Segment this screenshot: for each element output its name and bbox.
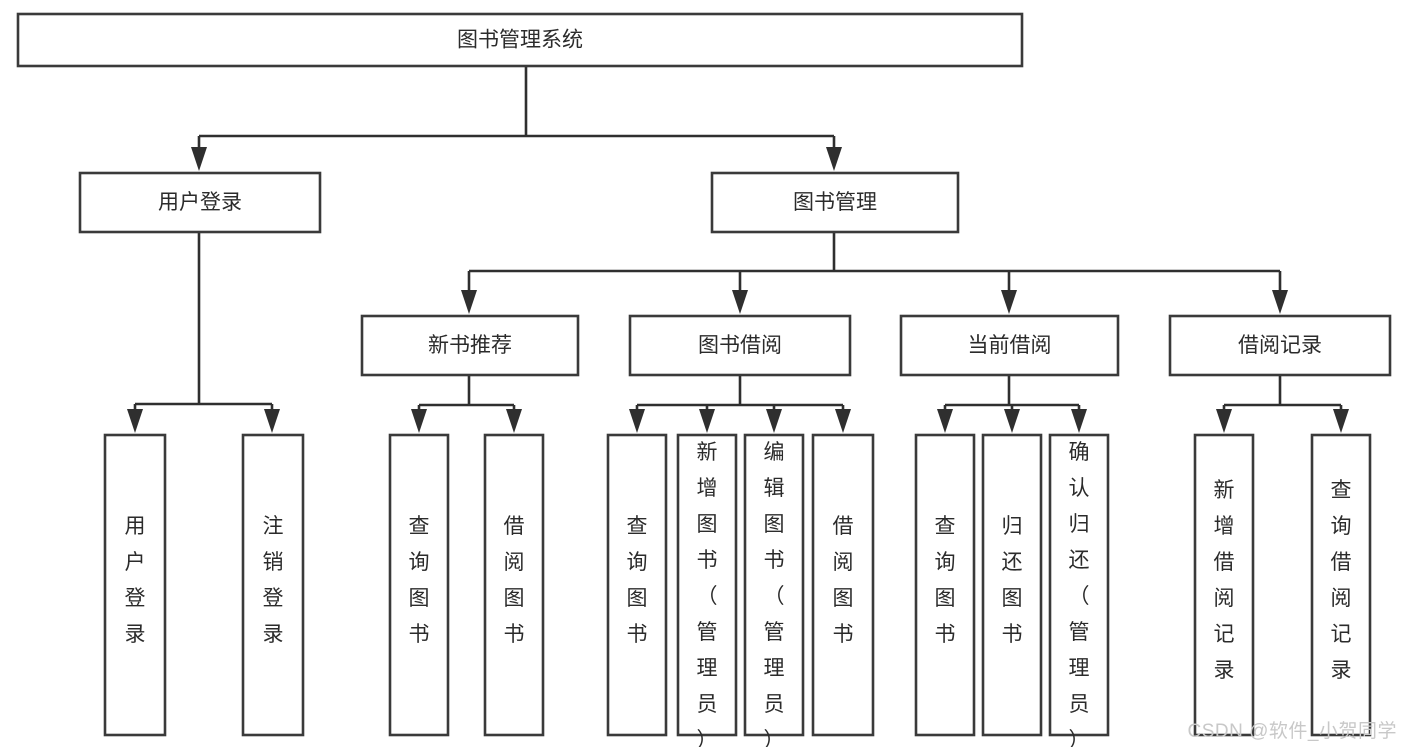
level3-node-4[interactable]: 借阅记录 — [1168, 314, 1392, 377]
arrow-head-icon — [937, 409, 953, 433]
level2-node-2-label: 图书管理 — [793, 191, 877, 214]
leaf-node-2-box[interactable] — [241, 433, 305, 737]
leaf-node-10-box[interactable] — [981, 433, 1043, 737]
leaf-node-11-label: 确认归还（管理员） — [1069, 441, 1090, 747]
level3-node-3-label: 当前借阅 — [968, 334, 1052, 357]
arrow-head-icon — [264, 409, 280, 433]
root-node-system-label: 图书管理系统 — [457, 29, 583, 52]
leaf-node-3-label: 查询图书 — [409, 515, 430, 646]
leaf-node-2[interactable]: 注销登录 — [241, 433, 305, 737]
level2-node-1-box[interactable] — [78, 171, 322, 234]
level2-node-1[interactable]: 用户登录 — [78, 171, 322, 234]
arrow-head-icon — [732, 290, 748, 314]
leaf-node-9-box[interactable] — [914, 433, 976, 737]
leaf-node-3-box[interactable] — [388, 433, 450, 737]
arrow-head-icon — [826, 147, 842, 171]
level3-node-1-label: 新书推荐 — [428, 334, 512, 357]
level2-node-2-box[interactable] — [710, 171, 960, 234]
connector-group-userlogin-to-leaves — [127, 232, 280, 433]
connector-group-newbook-to-leaves — [411, 375, 522, 433]
connector-group-current-to-leaves — [937, 375, 1087, 433]
arrow-head-icon — [1071, 409, 1087, 433]
level3-node-1[interactable]: 新书推荐 — [360, 314, 580, 377]
leaf-node-7-label: 编辑图书（管理员） — [764, 441, 785, 747]
level3-node-3-box[interactable] — [899, 314, 1120, 377]
leaf-node-12-label: 新增借阅记录 — [1214, 479, 1235, 682]
leaf-node-8-box[interactable] — [811, 433, 875, 737]
leaf-node-13-label: 查询借阅记录 — [1331, 479, 1352, 682]
leaf-node-1[interactable]: 用户登录 — [103, 433, 167, 737]
arrow-head-icon — [1333, 409, 1349, 433]
connector-group-bookmgmt-to-level3 — [461, 232, 1288, 314]
leaf-node-2-label: 注销登录 — [263, 515, 284, 646]
arrow-head-icon — [506, 409, 522, 433]
arrow-head-icon — [191, 147, 207, 171]
leaf-node-9[interactable]: 查询图书 — [914, 433, 976, 737]
leaf-node-6[interactable]: 新增图书（管理员） — [676, 433, 738, 747]
level3-node-2-box[interactable] — [628, 314, 852, 377]
leaf-node-6-label: 新增图书（管理员） — [697, 441, 718, 747]
leaf-node-5-label: 查询图书 — [627, 515, 648, 646]
level3-node-2[interactable]: 图书借阅 — [628, 314, 852, 377]
level3-node-4-label: 借阅记录 — [1238, 334, 1322, 357]
leaf-node-7[interactable]: 编辑图书（管理员） — [743, 433, 805, 747]
arrow-head-icon — [1001, 290, 1017, 314]
leaf-node-5-box[interactable] — [606, 433, 668, 737]
arrow-head-icon — [1004, 409, 1020, 433]
leaf-node-10-label: 归还图书 — [1002, 515, 1023, 646]
arrow-head-icon — [461, 290, 477, 314]
arrow-head-icon — [699, 409, 715, 433]
leaf-node-8-label: 借阅图书 — [833, 515, 854, 646]
arrow-head-icon — [1272, 290, 1288, 314]
leaf-node-3[interactable]: 查询图书 — [388, 433, 450, 737]
leaf-node-6-box[interactable] — [676, 433, 738, 737]
leaf-node-7-box[interactable] — [743, 433, 805, 737]
leaf-node-10[interactable]: 归还图书 — [981, 433, 1043, 737]
leaf-node-11-box[interactable] — [1048, 433, 1110, 737]
leaf-node-9-label: 查询图书 — [935, 515, 956, 646]
arrow-head-icon — [766, 409, 782, 433]
leaf-node-13-box[interactable] — [1310, 433, 1372, 737]
arrow-head-icon — [127, 409, 143, 433]
leaf-node-13[interactable]: 查询借阅记录 — [1310, 433, 1372, 737]
leaf-node-4[interactable]: 借阅图书 — [483, 433, 545, 737]
leaf-node-1-box[interactable] — [103, 433, 167, 737]
arrow-head-icon — [1216, 409, 1232, 433]
arrow-head-icon — [411, 409, 427, 433]
level2-node-1-label: 用户登录 — [158, 191, 242, 214]
level3-node-3[interactable]: 当前借阅 — [899, 314, 1120, 377]
watermark-label: CSDN @软件_小贺同学 — [1187, 721, 1397, 742]
connectors-layer — [127, 66, 1349, 433]
level3-node-4-box[interactable] — [1168, 314, 1392, 377]
nodes-layer: 图书管理系统用户登录图书管理新书推荐图书借阅当前借阅借阅记录用户登录注销登录查询… — [16, 12, 1392, 747]
leaf-node-5[interactable]: 查询图书 — [606, 433, 668, 737]
connector-group-root-to-level2 — [191, 66, 842, 171]
root-node-system[interactable]: 图书管理系统 — [16, 12, 1024, 68]
level3-node-2-label: 图书借阅 — [698, 334, 782, 357]
level2-node-2[interactable]: 图书管理 — [710, 171, 960, 234]
leaf-node-4-label: 借阅图书 — [504, 515, 525, 646]
level3-node-1-box[interactable] — [360, 314, 580, 377]
leaf-node-8[interactable]: 借阅图书 — [811, 433, 875, 737]
arrow-head-icon — [629, 409, 645, 433]
root-node-system-box[interactable] — [16, 12, 1024, 68]
leaf-node-1-label: 用户登录 — [125, 515, 146, 646]
arrow-head-icon — [835, 409, 851, 433]
leaf-node-12[interactable]: 新增借阅记录 — [1193, 433, 1255, 737]
leaf-node-11[interactable]: 确认归还（管理员） — [1048, 433, 1110, 747]
leaf-node-4-box[interactable] — [483, 433, 545, 737]
leaf-node-12-box[interactable] — [1193, 433, 1255, 737]
connector-group-borrow-to-leaves — [629, 375, 851, 433]
connector-group-record-to-leaves — [1216, 375, 1349, 433]
